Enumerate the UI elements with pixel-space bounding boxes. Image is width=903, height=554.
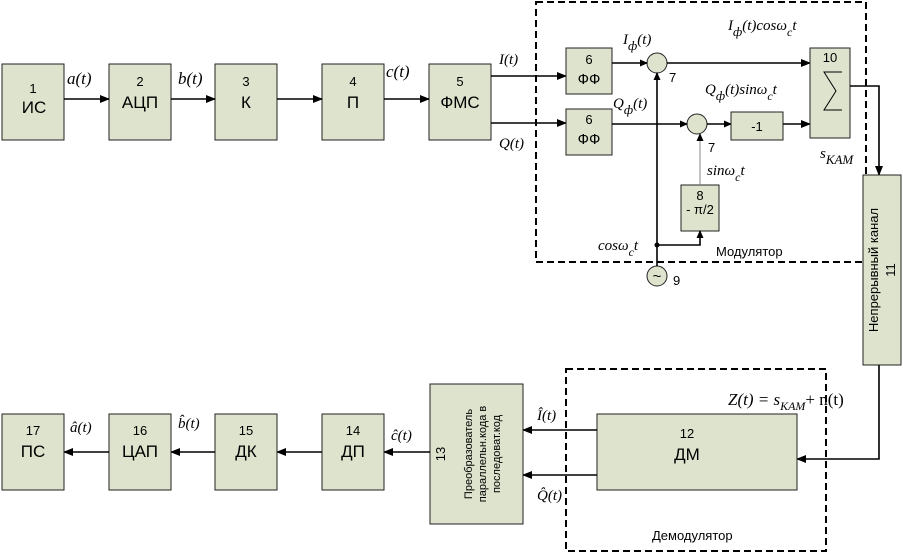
- svg-text:- π/2: - π/2: [686, 202, 714, 217]
- svg-text:П: П: [347, 93, 359, 112]
- signal-c: c(t): [386, 62, 410, 81]
- demodulator-label: Демодулятор: [652, 528, 733, 543]
- signal-Qsin: Qф(t)sinωct: [705, 82, 778, 103]
- block-9-oscillator: ~ 9: [646, 265, 680, 288]
- demodulator-region: [565, 368, 827, 552]
- svg-text:9: 9: [673, 273, 680, 288]
- svg-text:АЦП: АЦП: [122, 93, 158, 112]
- block-2-adc: 2 АЦП: [108, 63, 172, 141]
- svg-text:-1: -1: [751, 119, 763, 134]
- svg-text:ФФ: ФФ: [578, 131, 601, 148]
- svg-text:8: 8: [696, 188, 703, 203]
- signal-sin: sinωct: [707, 163, 745, 184]
- svg-text:К: К: [241, 93, 251, 112]
- signal-I-hat: Î(t): [536, 407, 556, 424]
- svg-text:16: 16: [133, 423, 147, 438]
- svg-text:13: 13: [433, 447, 448, 461]
- svg-text:3: 3: [242, 74, 249, 89]
- svg-text:ФМС: ФМС: [440, 93, 479, 112]
- block-14-dp: 14 ДП: [321, 413, 385, 491]
- signal-Iphi: Iф(t): [622, 32, 651, 53]
- svg-text:7: 7: [669, 70, 676, 85]
- signal-b: b(t): [178, 69, 203, 88]
- svg-text:последоват.код: последоват.код: [491, 414, 503, 493]
- block-1-source: 1 ИС: [1, 63, 65, 141]
- inverter-block: -1: [730, 111, 784, 141]
- block-15-dk: 15 ДК: [214, 413, 278, 491]
- signal-cos: cosωct: [598, 238, 639, 259]
- signal-I: I(t): [498, 52, 518, 68]
- signal-Q-hat: Q̂(t): [537, 487, 562, 504]
- svg-text:17: 17: [26, 423, 40, 438]
- svg-text:14: 14: [346, 423, 360, 438]
- block-11-channel: Непрерывный канал 11: [862, 174, 902, 366]
- signal-a-hat: â(t): [70, 420, 92, 436]
- modulator-region: [535, 1, 867, 263]
- signal-a: a(t): [67, 69, 92, 88]
- block-13-par-ser-converter: 13 Преобразователь параллельн.кода в пос…: [429, 383, 524, 525]
- svg-text:7: 7: [708, 140, 715, 155]
- block-8-phase-shifter: 8 - π/2: [680, 184, 720, 232]
- multiplier-7-upper: 7: [646, 52, 676, 85]
- svg-text:12: 12: [680, 426, 694, 441]
- block-16-dac: 16 ЦАП: [108, 413, 172, 491]
- svg-text:6: 6: [585, 112, 592, 127]
- svg-text:2: 2: [136, 74, 143, 89]
- svg-text:Преобразователь: Преобразователь: [463, 409, 475, 499]
- block-6-ff-lower: 6 ФФ: [565, 108, 613, 156]
- svg-text:ПС: ПС: [21, 442, 46, 461]
- multiplier-7-lower: 7: [686, 113, 715, 155]
- signal-Qphi: Qф(t): [613, 96, 647, 117]
- svg-text:4: 4: [349, 74, 356, 89]
- signal-b-hat: b̂(t): [178, 415, 200, 432]
- svg-text:5: 5: [456, 74, 463, 89]
- svg-text:ДМ: ДМ: [674, 445, 700, 464]
- signal-Q: Q(t): [499, 136, 524, 152]
- svg-text:ЦАП: ЦАП: [122, 442, 158, 461]
- block-17-receiver: 17 ПС: [1, 413, 65, 491]
- svg-text:ДК: ДК: [235, 442, 257, 461]
- block-5-fms: 5 ФМС: [428, 63, 492, 141]
- block-3-coder: 3 К: [214, 63, 278, 141]
- block-10-summator: 10: [809, 47, 851, 139]
- svg-text:1: 1: [29, 81, 36, 96]
- block-6-ff-upper: 6 ФФ: [565, 47, 613, 95]
- svg-text:~: ~: [653, 268, 662, 285]
- svg-text:15: 15: [239, 423, 253, 438]
- signal-Icos: Iф(t)cosωct: [727, 18, 797, 39]
- svg-text:11: 11: [883, 263, 898, 277]
- svg-text:ФФ: ФФ: [578, 71, 601, 88]
- signal-Z: Z(t) = sКАМ+ n(t): [728, 390, 844, 413]
- svg-text:6: 6: [585, 52, 592, 67]
- svg-text:ДП: ДП: [341, 442, 365, 461]
- svg-text:ИС: ИС: [22, 98, 47, 117]
- svg-text:10: 10: [823, 50, 837, 65]
- svg-text:Непрерывный канал: Непрерывный канал: [866, 208, 881, 332]
- modulator-label: Модулятор: [716, 244, 783, 259]
- block-4-converter: 4 П: [321, 63, 385, 141]
- block-12-demodulator: 12 ДМ: [596, 413, 798, 491]
- svg-text:параллельн.кода в: параллельн.кода в: [477, 406, 489, 503]
- signal-c-hat: ĉ(t): [391, 428, 412, 444]
- signal-s-kam: sКАМ: [820, 146, 854, 167]
- sigma-icon: [823, 71, 842, 111]
